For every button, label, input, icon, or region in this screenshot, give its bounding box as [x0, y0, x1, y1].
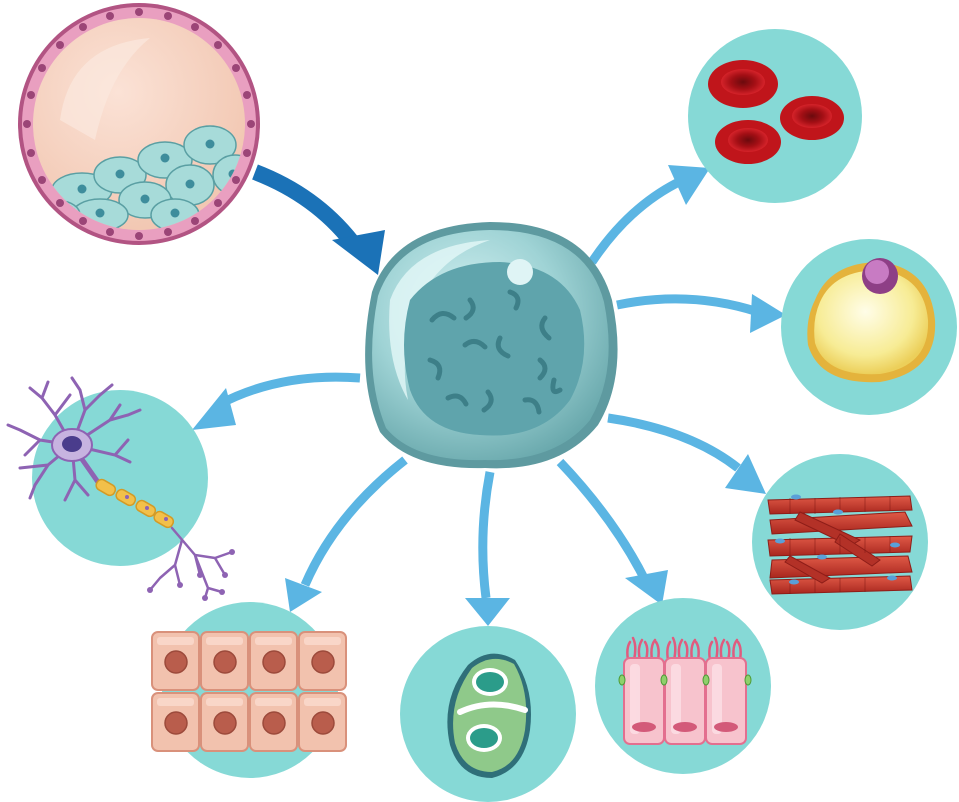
arrow-to-nerve-cell [192, 372, 361, 430]
muscle-cells-icon [752, 454, 928, 630]
arrow-to-fat-cell [616, 294, 786, 333]
arrow-to-muscle-cells [607, 413, 766, 494]
arrow-to-epithelial-cells [556, 458, 668, 605]
arrow-to-red-blood-cells [588, 165, 710, 265]
dividing-cell-icon [400, 626, 576, 802]
fat-cell-icon [781, 239, 957, 415]
skin-cells-icon [151, 602, 347, 778]
neuron-icon [6, 376, 235, 601]
arrow-blastocyst-to-stem-cell [252, 164, 385, 275]
arrow-to-dividing-cell [465, 471, 510, 626]
epithelial-cells-icon [595, 598, 771, 774]
arrows [192, 164, 786, 626]
stem-cell-icon [365, 222, 618, 469]
blastocyst-icon [18, 3, 260, 245]
arrow-to-skin-cells [285, 456, 408, 612]
red-blood-cells-icon [688, 29, 862, 203]
